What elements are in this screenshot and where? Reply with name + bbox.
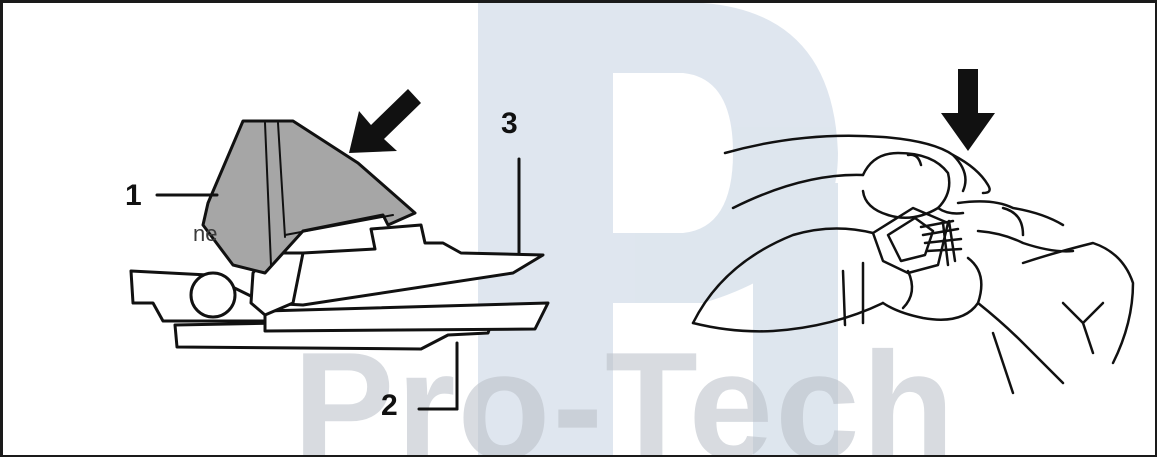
left-arrow xyxy=(349,89,421,153)
roller xyxy=(189,271,237,319)
down-arrow xyxy=(941,69,995,151)
hands-drawing xyxy=(691,69,1135,395)
callout-3: 3 xyxy=(501,107,518,140)
middle-plate xyxy=(263,301,550,333)
comb-blade xyxy=(263,223,545,307)
callout-2: 2 xyxy=(381,389,398,422)
blade-assembly-drawing xyxy=(129,89,550,411)
watermark-text: Pro-Tech xyxy=(293,321,957,457)
callout-1: 1 xyxy=(125,179,142,212)
gray-wedge xyxy=(201,119,417,275)
partial-label: ne xyxy=(193,221,218,246)
watermark-logo xyxy=(478,3,838,455)
